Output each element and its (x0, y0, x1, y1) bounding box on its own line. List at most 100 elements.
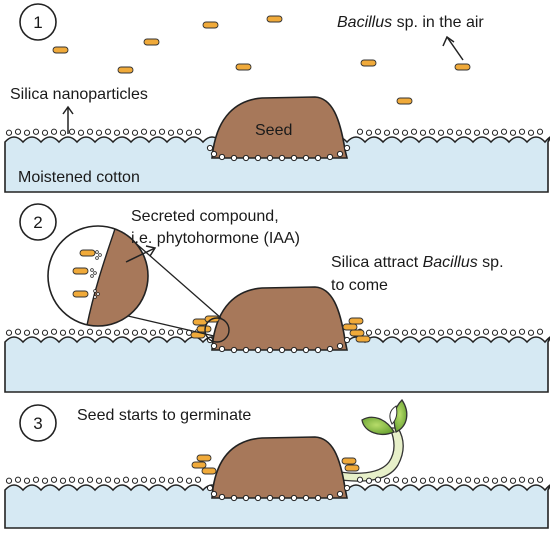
silica-particle (86, 476, 94, 483)
silica-particle (392, 128, 400, 135)
silica-particle (194, 128, 202, 135)
bacillus-cell (201, 467, 217, 475)
silica-particle (185, 477, 193, 484)
silica-particle (383, 129, 391, 136)
silica-particle (50, 328, 58, 335)
silica-particle (210, 490, 218, 498)
silica-particle (290, 154, 298, 162)
bacillus-cell (79, 249, 96, 257)
silica-particle (41, 129, 49, 136)
silica-particle (278, 346, 286, 354)
bacillus-cells-attached (191, 454, 360, 475)
bacillus-cell (344, 464, 360, 472)
silica-particle (473, 329, 481, 336)
silica-particle (509, 477, 517, 484)
silica-particle (242, 346, 250, 354)
silica-particle (194, 476, 202, 483)
silica-particle (509, 129, 517, 136)
silica-particle (455, 477, 463, 484)
silica-particle (290, 346, 298, 354)
silica-particle (77, 329, 85, 336)
to-come-label: to come (331, 277, 388, 294)
silica-particle (68, 128, 76, 135)
silica-particle (254, 154, 262, 162)
silica-particle (302, 494, 310, 502)
silica-particle (68, 476, 76, 483)
silica-particle (278, 154, 286, 162)
silica-particle (167, 329, 175, 336)
silica-particle (77, 129, 85, 136)
silica-particle (437, 129, 445, 136)
silica-on-seed (206, 144, 351, 162)
silica-particle (356, 128, 364, 135)
silica-particle (401, 129, 409, 136)
silica-particle (500, 128, 508, 135)
silica-particle (140, 328, 148, 335)
bacillus-cell (235, 63, 252, 71)
silica-particle (374, 128, 382, 135)
silica-on-seed (206, 484, 351, 502)
silica-particle (68, 328, 76, 335)
silica-particle (242, 494, 250, 502)
bacillus-cell (341, 457, 357, 465)
bacillus-cell (72, 290, 89, 298)
silica-particle (254, 346, 262, 354)
silica-particle (266, 154, 274, 162)
silica-particle (383, 329, 391, 336)
silica-particle (59, 329, 67, 336)
silica-particle (230, 154, 238, 162)
bacillus-cell (454, 63, 471, 71)
silica-particle (32, 328, 40, 335)
silica-particle (509, 329, 517, 336)
zoom-focus-circle (204, 317, 230, 343)
silica-particle (167, 477, 175, 484)
silica-particle (536, 476, 544, 483)
silica-particle (491, 477, 499, 484)
silica-particle (290, 494, 298, 502)
silica-particle (428, 128, 436, 135)
silica-particle (95, 477, 103, 484)
panel-number-1: 1 (19, 3, 57, 41)
silica-particle (326, 153, 334, 161)
silica-particle (473, 129, 481, 136)
silica-particle (473, 477, 481, 484)
silica-particle (365, 477, 373, 484)
silica-particle (336, 342, 344, 350)
silica-particle (95, 329, 103, 336)
bacillus-cell (349, 329, 365, 337)
silica-particle (392, 328, 400, 335)
silica-particle (491, 129, 499, 136)
panel-number-3: 3 (19, 404, 57, 442)
silica-particle (95, 129, 103, 136)
zoom-lines (123, 232, 222, 337)
silica-particle (14, 128, 22, 135)
silica-particle (374, 476, 382, 483)
silica-label: Silica nanoparticles (10, 86, 148, 103)
sprout-leaf (361, 416, 395, 435)
secreted-compound-dot (95, 250, 99, 254)
secreted-compound-arrow (125, 245, 157, 263)
phytohormone-label: i.e. phytohormone (IAA) (131, 230, 300, 247)
silica-particle (122, 476, 130, 483)
silica-particle (410, 128, 418, 135)
bacillus-pointer-arrow (442, 35, 464, 61)
silica-particle (14, 476, 22, 483)
secreted-compound-dot (93, 295, 97, 299)
silica-particle (104, 128, 112, 135)
silica-particle (104, 328, 112, 335)
sprout-leaf-bud (389, 405, 398, 425)
secreted-compound-dot (90, 268, 94, 272)
silica-particle (518, 328, 526, 335)
panel-3: 3 Seed starts to germinate (4, 398, 550, 529)
bacillus-cell (266, 15, 283, 23)
silica-particle (149, 329, 157, 336)
germinate-label: Seed starts to germinate (77, 407, 251, 424)
silica-particle (482, 476, 490, 483)
silica-particle (527, 129, 535, 136)
silica-particle (86, 128, 94, 135)
silica-particle (401, 477, 409, 484)
silica-particle (455, 129, 463, 136)
silica-particle (527, 477, 535, 484)
silica-particle (23, 129, 31, 136)
bacillus-cell (355, 335, 371, 343)
